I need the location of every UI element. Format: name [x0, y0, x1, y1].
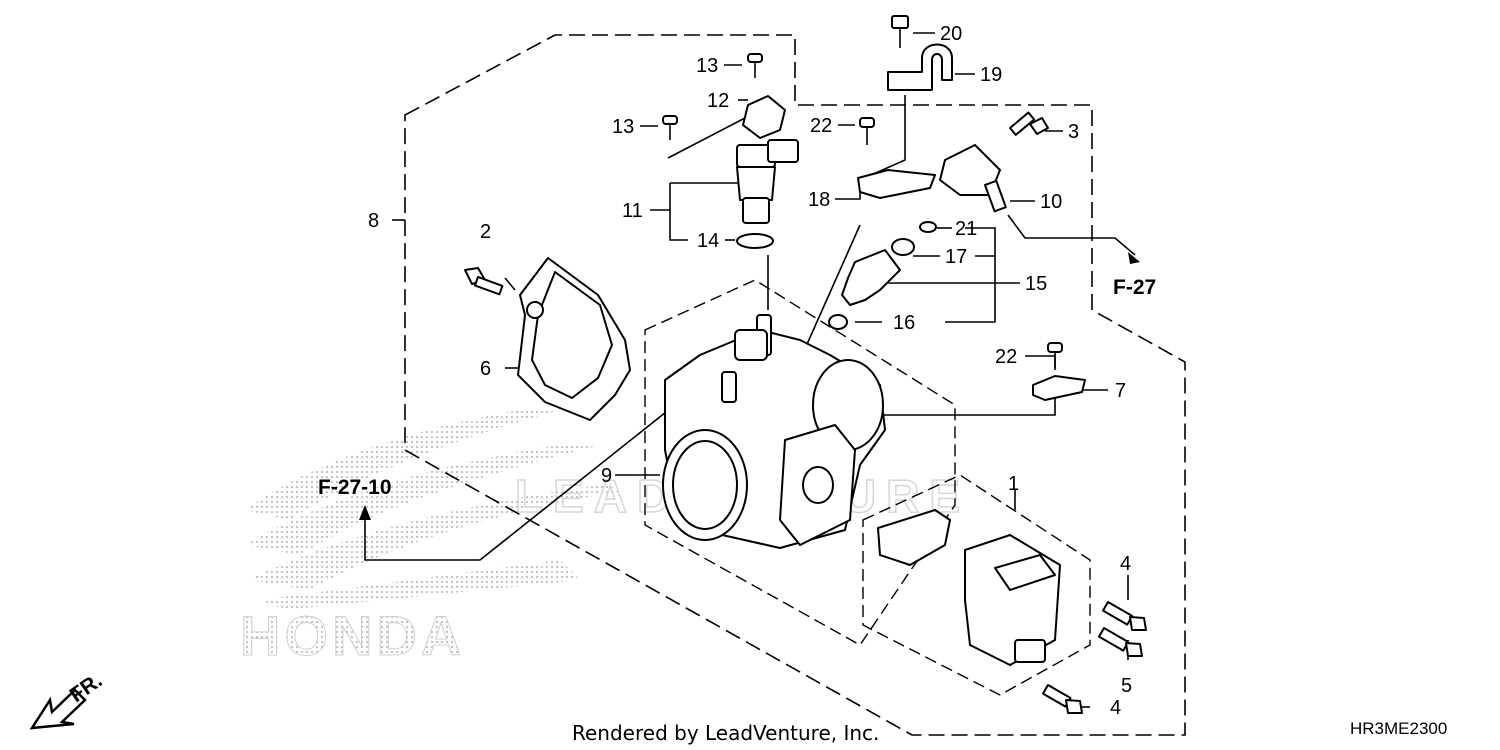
front-direction-arrow: FR.: [29, 669, 107, 730]
part-fitting-10: [939, 144, 1007, 213]
ref-f27: F-27: [1113, 276, 1156, 299]
part-seal-16: [828, 314, 848, 330]
callout-20: 20: [940, 23, 962, 45]
part-plate-7: [1032, 375, 1086, 401]
part-bracket-18: [857, 169, 936, 199]
footer-credit: Rendered by LeadVenture, Inc.: [572, 721, 879, 745]
part-gasket: [877, 509, 951, 566]
callout-12: 12: [707, 90, 729, 112]
f27-arrowhead: [1128, 252, 1140, 264]
part-map-sensor: [736, 139, 799, 224]
callout-1: 1: [1008, 473, 1019, 495]
callout-22b: 22: [995, 346, 1017, 368]
part-bolt-20: [891, 15, 909, 48]
callout-14: 14: [697, 230, 719, 252]
part-plate-12: [742, 95, 786, 139]
callout-3: 3: [1068, 121, 1079, 143]
callout-22a: 22: [810, 115, 832, 137]
part-seal-17: [891, 238, 915, 256]
callout-4a: 4: [1120, 553, 1131, 575]
callout-19: 19: [980, 64, 1002, 86]
callout-21: 21: [955, 218, 977, 240]
ref-f27-10: F-27-10: [318, 476, 392, 499]
callout-9: 9: [601, 465, 612, 487]
throttle-body-outline: [644, 279, 956, 646]
sensor-outline: [862, 474, 1091, 696]
f27-10-arrow: [359, 384, 701, 561]
diagram-code: HR3ME2300: [1350, 719, 1447, 738]
callout-10: 10: [1040, 191, 1062, 213]
honda-wing-watermark: [245, 410, 630, 610]
callout-2: 2: [480, 221, 491, 243]
callout-18: 18: [808, 189, 830, 211]
part-clamp-19: [887, 43, 953, 91]
callout-5: 5: [1121, 675, 1132, 697]
honda-watermark-text: HONDA: [240, 604, 465, 667]
callout-13b: 13: [612, 116, 634, 138]
callout-6: 6: [480, 358, 491, 380]
part-bolt-4b: [1041, 684, 1083, 714]
part-throttle-body-9: [662, 314, 886, 549]
part-bolt-3: [1008, 111, 1049, 136]
assembly-outline: [404, 34, 1186, 736]
part-injector-15: [841, 249, 901, 306]
part-bolt-22b: [1047, 342, 1063, 368]
callout-11: 11: [622, 200, 643, 222]
part-cover: [517, 257, 631, 421]
part-bolt-22a: [859, 117, 875, 145]
part-oring-21: [919, 221, 937, 233]
callout-4b: 4: [1110, 697, 1121, 719]
part-bolt-4a: [1102, 600, 1147, 631]
part-sensor-1: [964, 534, 1061, 666]
part-bolt-5: [1098, 627, 1143, 657]
part-screws-13: [662, 53, 763, 140]
callout-17: 17: [945, 246, 967, 268]
part-bolt-2: [464, 267, 504, 296]
callout-16: 16: [893, 312, 915, 334]
part-oring-14: [736, 233, 774, 249]
callout-8: 8: [368, 210, 379, 232]
callout-13a: 13: [696, 55, 718, 77]
callout-7: 7: [1115, 380, 1126, 402]
callout-15: 15: [1025, 273, 1047, 295]
